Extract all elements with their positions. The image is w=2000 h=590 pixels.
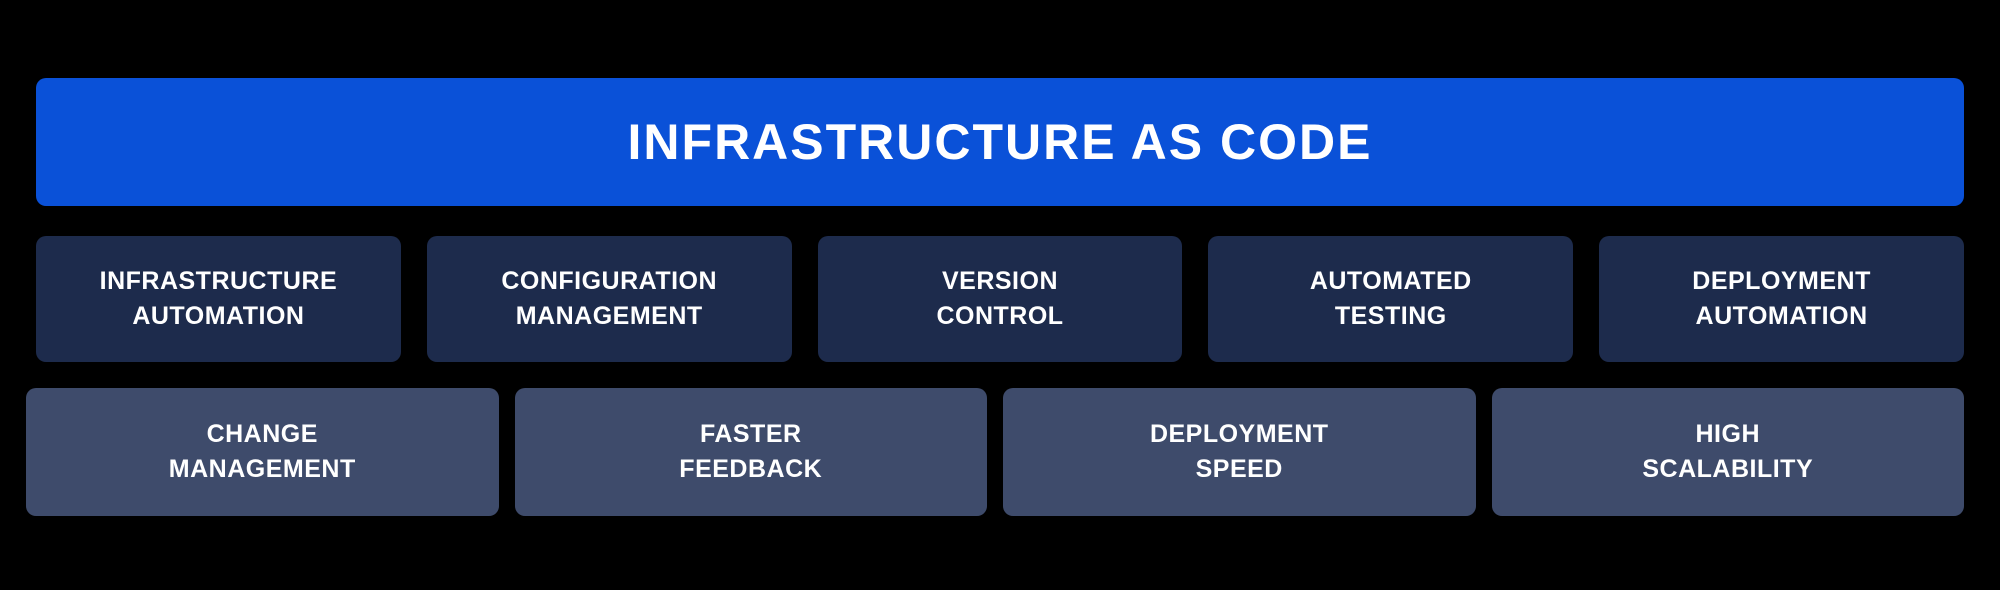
box-change-management: CHANGE MANAGEMENT xyxy=(26,388,499,516)
box-label: FASTER FEEDBACK xyxy=(679,420,823,483)
box-high-scalability: HIGH SCALABILITY xyxy=(1491,388,1964,516)
box-version-control: VERSION CONTROL xyxy=(817,236,1183,362)
box-deployment-speed: DEPLOYMENT SPEED xyxy=(1003,388,1476,516)
box-label: CONFIGURATION MANAGEMENT xyxy=(501,267,718,330)
box-faster-feedback: FASTER FEEDBACK xyxy=(514,388,987,516)
box-infrastructure-automation: INFRASTRUCTURE AUTOMATION xyxy=(36,236,401,362)
box-label: INFRASTRUCTURE AUTOMATION xyxy=(99,267,338,330)
box-label: DEPLOYMENT AUTOMATION xyxy=(1692,267,1871,330)
benefits-row: CHANGE MANAGEMENT FASTER FEEDBACK DEPLOY… xyxy=(26,388,1964,516)
practices-row: INFRASTRUCTURE AUTOMATION CONFIGURATION … xyxy=(36,236,1964,362)
box-label: DEPLOYMENT SPEED xyxy=(1149,420,1329,483)
box-automated-testing: AUTOMATED TESTING xyxy=(1208,236,1574,362)
box-label: CHANGE MANAGEMENT xyxy=(168,420,356,483)
box-label: VERSION CONTROL xyxy=(936,267,1064,330)
title-banner: INFRASTRUCTURE AS CODE xyxy=(36,78,1964,206)
box-configuration-management: CONFIGURATION MANAGEMENT xyxy=(426,236,792,362)
box-label: HIGH SCALABILITY xyxy=(1642,420,1814,483)
box-deployment-automation: DEPLOYMENT AUTOMATION xyxy=(1599,236,1964,362)
box-label: AUTOMATED TESTING xyxy=(1309,267,1472,330)
diagram-title: INFRASTRUCTURE AS CODE xyxy=(627,114,1373,170)
